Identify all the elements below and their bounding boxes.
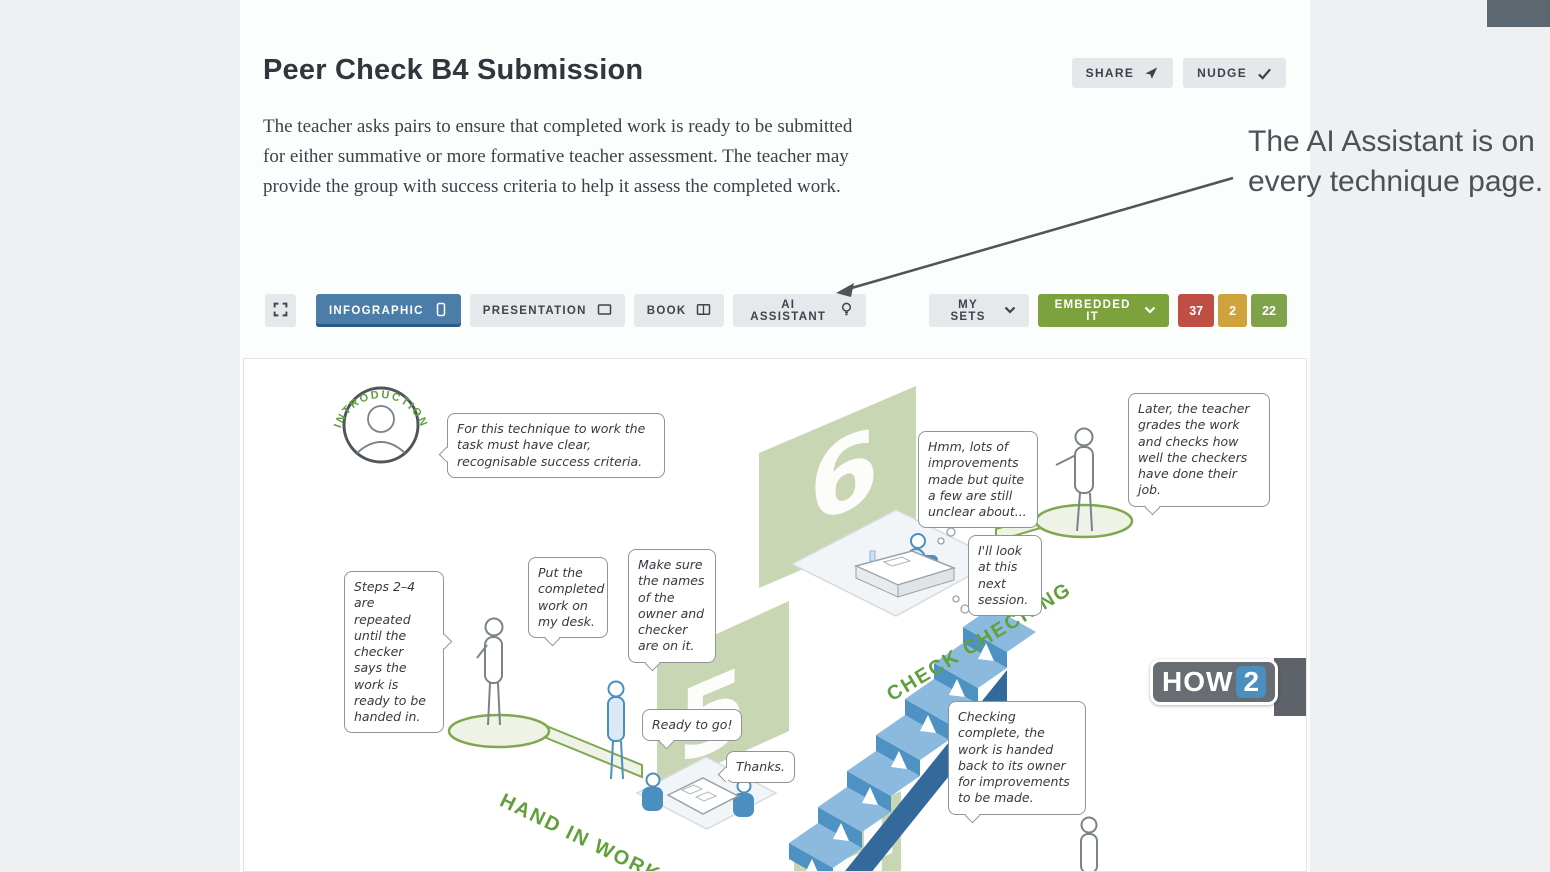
checker-desk	[853, 527, 957, 598]
chevron-down-icon	[1144, 305, 1156, 317]
speech-bubble-checking-complete: Checking complete, the work is handed ba…	[948, 701, 1086, 815]
staircase	[789, 607, 1036, 871]
fullscreen-button[interactable]	[265, 294, 296, 327]
badge-yellow-count[interactable]: 2	[1218, 294, 1248, 327]
step-panel-6: 6	[759, 386, 916, 588]
badge-red-count[interactable]: 37	[1178, 294, 1215, 327]
tab-infographic[interactable]: INFOGRAPHIC	[315, 294, 461, 327]
annotation-text: The AI Assistant is on every technique p…	[1248, 125, 1544, 198]
thought-dot	[946, 527, 956, 537]
paper-plane-icon	[1144, 66, 1159, 80]
nudge-button[interactable]: NUDGE	[1183, 58, 1286, 88]
owner-figure	[607, 680, 625, 780]
embedded-it-label: EMBEDDED IT	[1054, 298, 1131, 323]
logo-strip	[1274, 658, 1306, 716]
fullscreen-icon	[273, 302, 288, 320]
hand-in-table	[635, 756, 778, 830]
book-icon	[696, 303, 711, 319]
speech-bubble-thanks: Thanks.	[726, 751, 795, 784]
tab-ai-assistant-label: AI ASSISTANT	[750, 298, 827, 323]
score-badges: 37 2 22	[1178, 294, 1287, 327]
page-description: The teacher asks pairs to ensure that co…	[263, 116, 853, 197]
speech-bubble-steps-repeat: Steps 2–4 are repeated until the checker…	[344, 571, 444, 734]
tab-presentation-label: PRESENTATION	[482, 304, 587, 317]
tab-infographic-label: INFOGRAPHIC	[328, 304, 424, 317]
thought-dot	[937, 537, 945, 545]
speech-bubble-later-teacher: Later, the teacher grades the work and c…	[1128, 393, 1270, 507]
tab-presentation[interactable]: PRESENTATION	[469, 294, 625, 327]
scrollbar-thumb[interactable]	[1487, 0, 1550, 27]
thought-bubble-next-session: I'll look at this next session.	[968, 535, 1042, 616]
introduction-medallion: INTRODUCTION	[332, 386, 428, 464]
bottom-right-figure	[1080, 816, 1098, 871]
my-sets-dropdown[interactable]: MY SETS	[929, 294, 1030, 327]
how2-logo: HOW 2	[1150, 659, 1279, 705]
view-toolbar: INFOGRAPHIC PRESENTATION BOOK AI ASSISTA…	[265, 294, 1287, 327]
embedded-it-dropdown[interactable]: EMBEDDED IT	[1038, 294, 1170, 327]
repeat-figure	[476, 617, 504, 726]
infographic-icon	[434, 302, 448, 320]
check-icon	[1257, 67, 1272, 80]
teacher-figure	[1055, 427, 1094, 532]
header-buttons: SHARE NUDGE	[1071, 58, 1286, 88]
nudge-button-label: NUDGE	[1197, 66, 1247, 80]
speech-bubble-intro: For this technique to work the task must…	[447, 413, 665, 478]
thought-dot	[952, 595, 960, 603]
repeat-figure-platform	[447, 713, 643, 779]
thought-bubble-hmm: Hmm, lots of improvements made but quite…	[918, 431, 1038, 529]
chevron-down-icon	[1004, 305, 1016, 317]
share-button[interactable]: SHARE	[1071, 58, 1174, 88]
content-column: Peer Check B4 Submission SHARE NUDGE The…	[240, 0, 1310, 872]
how2-logo-two: 2	[1236, 666, 1267, 698]
my-sets-label: MY SETS	[950, 298, 986, 323]
lightbulb-icon	[840, 302, 853, 320]
infographic-canvas: 6 5 4	[243, 358, 1307, 872]
speech-bubble-put-work: Put the completed work on my desk.	[528, 557, 608, 638]
badge-green-count[interactable]: 22	[1251, 294, 1287, 327]
speech-bubble-make-sure: Make sure the names of the owner and che…	[628, 549, 716, 663]
page-title: Peer Check B4 Submission	[263, 54, 644, 86]
presentation-icon	[597, 303, 612, 319]
tab-book[interactable]: BOOK	[633, 294, 725, 327]
tab-ai-assistant[interactable]: AI ASSISTANT	[733, 294, 867, 327]
how2-logo-how: HOW	[1162, 666, 1234, 697]
tab-book-label: BOOK	[646, 304, 687, 317]
speech-bubble-ready: Ready to go!	[642, 709, 743, 742]
share-button-label: SHARE	[1085, 66, 1135, 80]
infographic-scene: 6 5 4	[332, 386, 1134, 871]
